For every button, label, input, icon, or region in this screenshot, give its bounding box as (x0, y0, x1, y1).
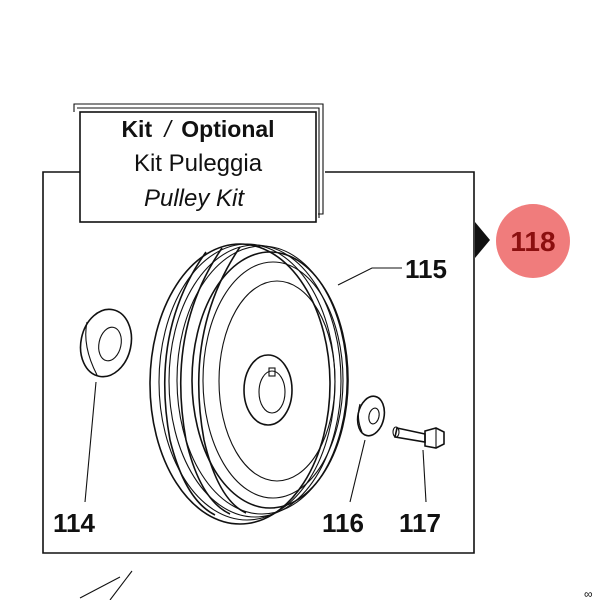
title-box: Kit / Optional Kit Puleggia Pulley Kit (73, 103, 324, 223)
spacer-114 (79, 308, 133, 378)
title-line-1: Kit / Optional (121, 116, 274, 142)
kit-reference-arrow (475, 222, 490, 258)
title-separator: / (163, 116, 174, 142)
kit-reference-badge (496, 204, 570, 278)
leader-114 (84, 381, 97, 503)
kit-reference-number: 118 (510, 226, 555, 257)
title-optional-label: Optional (181, 116, 274, 142)
pulley-115 (149, 243, 349, 525)
part-label-114: 114 (53, 508, 95, 538)
bolt-117 (392, 426, 445, 449)
leader-115 (337, 267, 402, 286)
page-edge-fragment: ∞ (584, 587, 593, 600)
title-line-3: Pulley Kit (144, 185, 245, 212)
next-diagram-fragment (79, 570, 133, 600)
title-line-2: Kit Puleggia (134, 150, 263, 177)
leader-116 (349, 439, 366, 503)
title-kit-label: Kit (121, 116, 152, 142)
leader-117 (422, 449, 427, 503)
part-label-116: 116 (322, 508, 364, 538)
kit-frame (42, 171, 475, 554)
part-label-115: 115 (405, 254, 447, 284)
part-label-117: 117 (399, 508, 441, 538)
washer-116 (356, 395, 386, 437)
